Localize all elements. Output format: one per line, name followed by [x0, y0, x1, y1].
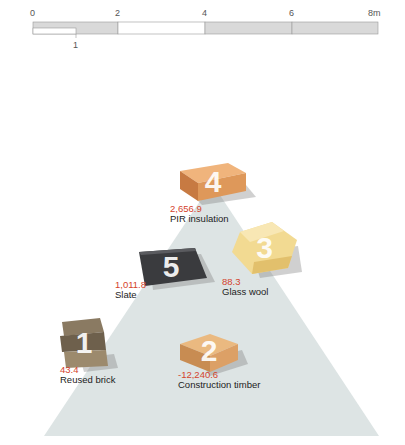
- scale-label: 8m: [368, 8, 381, 18]
- scale-segment: [205, 22, 292, 34]
- caption-block: 88.3Glass wool: [222, 277, 268, 297]
- caption-block: 2,656.9PIR insulation: [170, 204, 229, 224]
- scale-label: 6: [289, 8, 294, 18]
- material-name: Glass wool: [222, 287, 268, 297]
- scale-segment: [33, 22, 118, 34]
- caption-block: 1,011.8Slate: [115, 280, 146, 300]
- carbon-value: 43.4: [60, 365, 115, 375]
- scale-label: 1: [73, 40, 78, 50]
- callout-number: 3: [232, 222, 297, 274]
- triangle-backdrop: [44, 183, 379, 436]
- caption-block: -12,240.6Construction timber: [178, 370, 260, 390]
- scale-segment: [118, 22, 205, 34]
- material-sample: 388.3Glass wool: [232, 222, 297, 274]
- caption-block: 43.4Reused brick: [60, 365, 115, 385]
- material-sample: 51,011.8Slate: [135, 248, 207, 286]
- scale-label: 2: [115, 8, 120, 18]
- material-sample: 2-12,240.6Construction timber: [180, 330, 238, 372]
- scale-segment: [292, 22, 378, 34]
- scale-label: 0: [30, 8, 35, 18]
- material-name: Reused brick: [60, 375, 115, 385]
- carbon-value: -12,240.6: [178, 370, 260, 380]
- material-name: PIR insulation: [170, 214, 229, 224]
- material-sample: 42,656.9PIR insulation: [180, 163, 246, 201]
- scale-label: 4: [202, 8, 207, 18]
- material-sample: 143.4Reused brick: [60, 318, 108, 368]
- callout-number: 4: [180, 163, 246, 201]
- material-face: [232, 222, 297, 274]
- carbon-value: 2,656.9: [170, 204, 229, 214]
- callout-number: 2: [180, 330, 238, 372]
- scale-segment: [33, 28, 76, 34]
- material-name: Construction timber: [178, 380, 260, 390]
- scale-tick: [76, 34, 77, 38]
- material-face: [180, 171, 198, 201]
- carbon-value: 88.3: [222, 277, 268, 287]
- carbon-value: 1,011.8: [115, 280, 146, 290]
- callout-number: 1: [60, 318, 108, 368]
- scale-bar: [33, 22, 378, 38]
- material-name: Slate: [115, 290, 146, 300]
